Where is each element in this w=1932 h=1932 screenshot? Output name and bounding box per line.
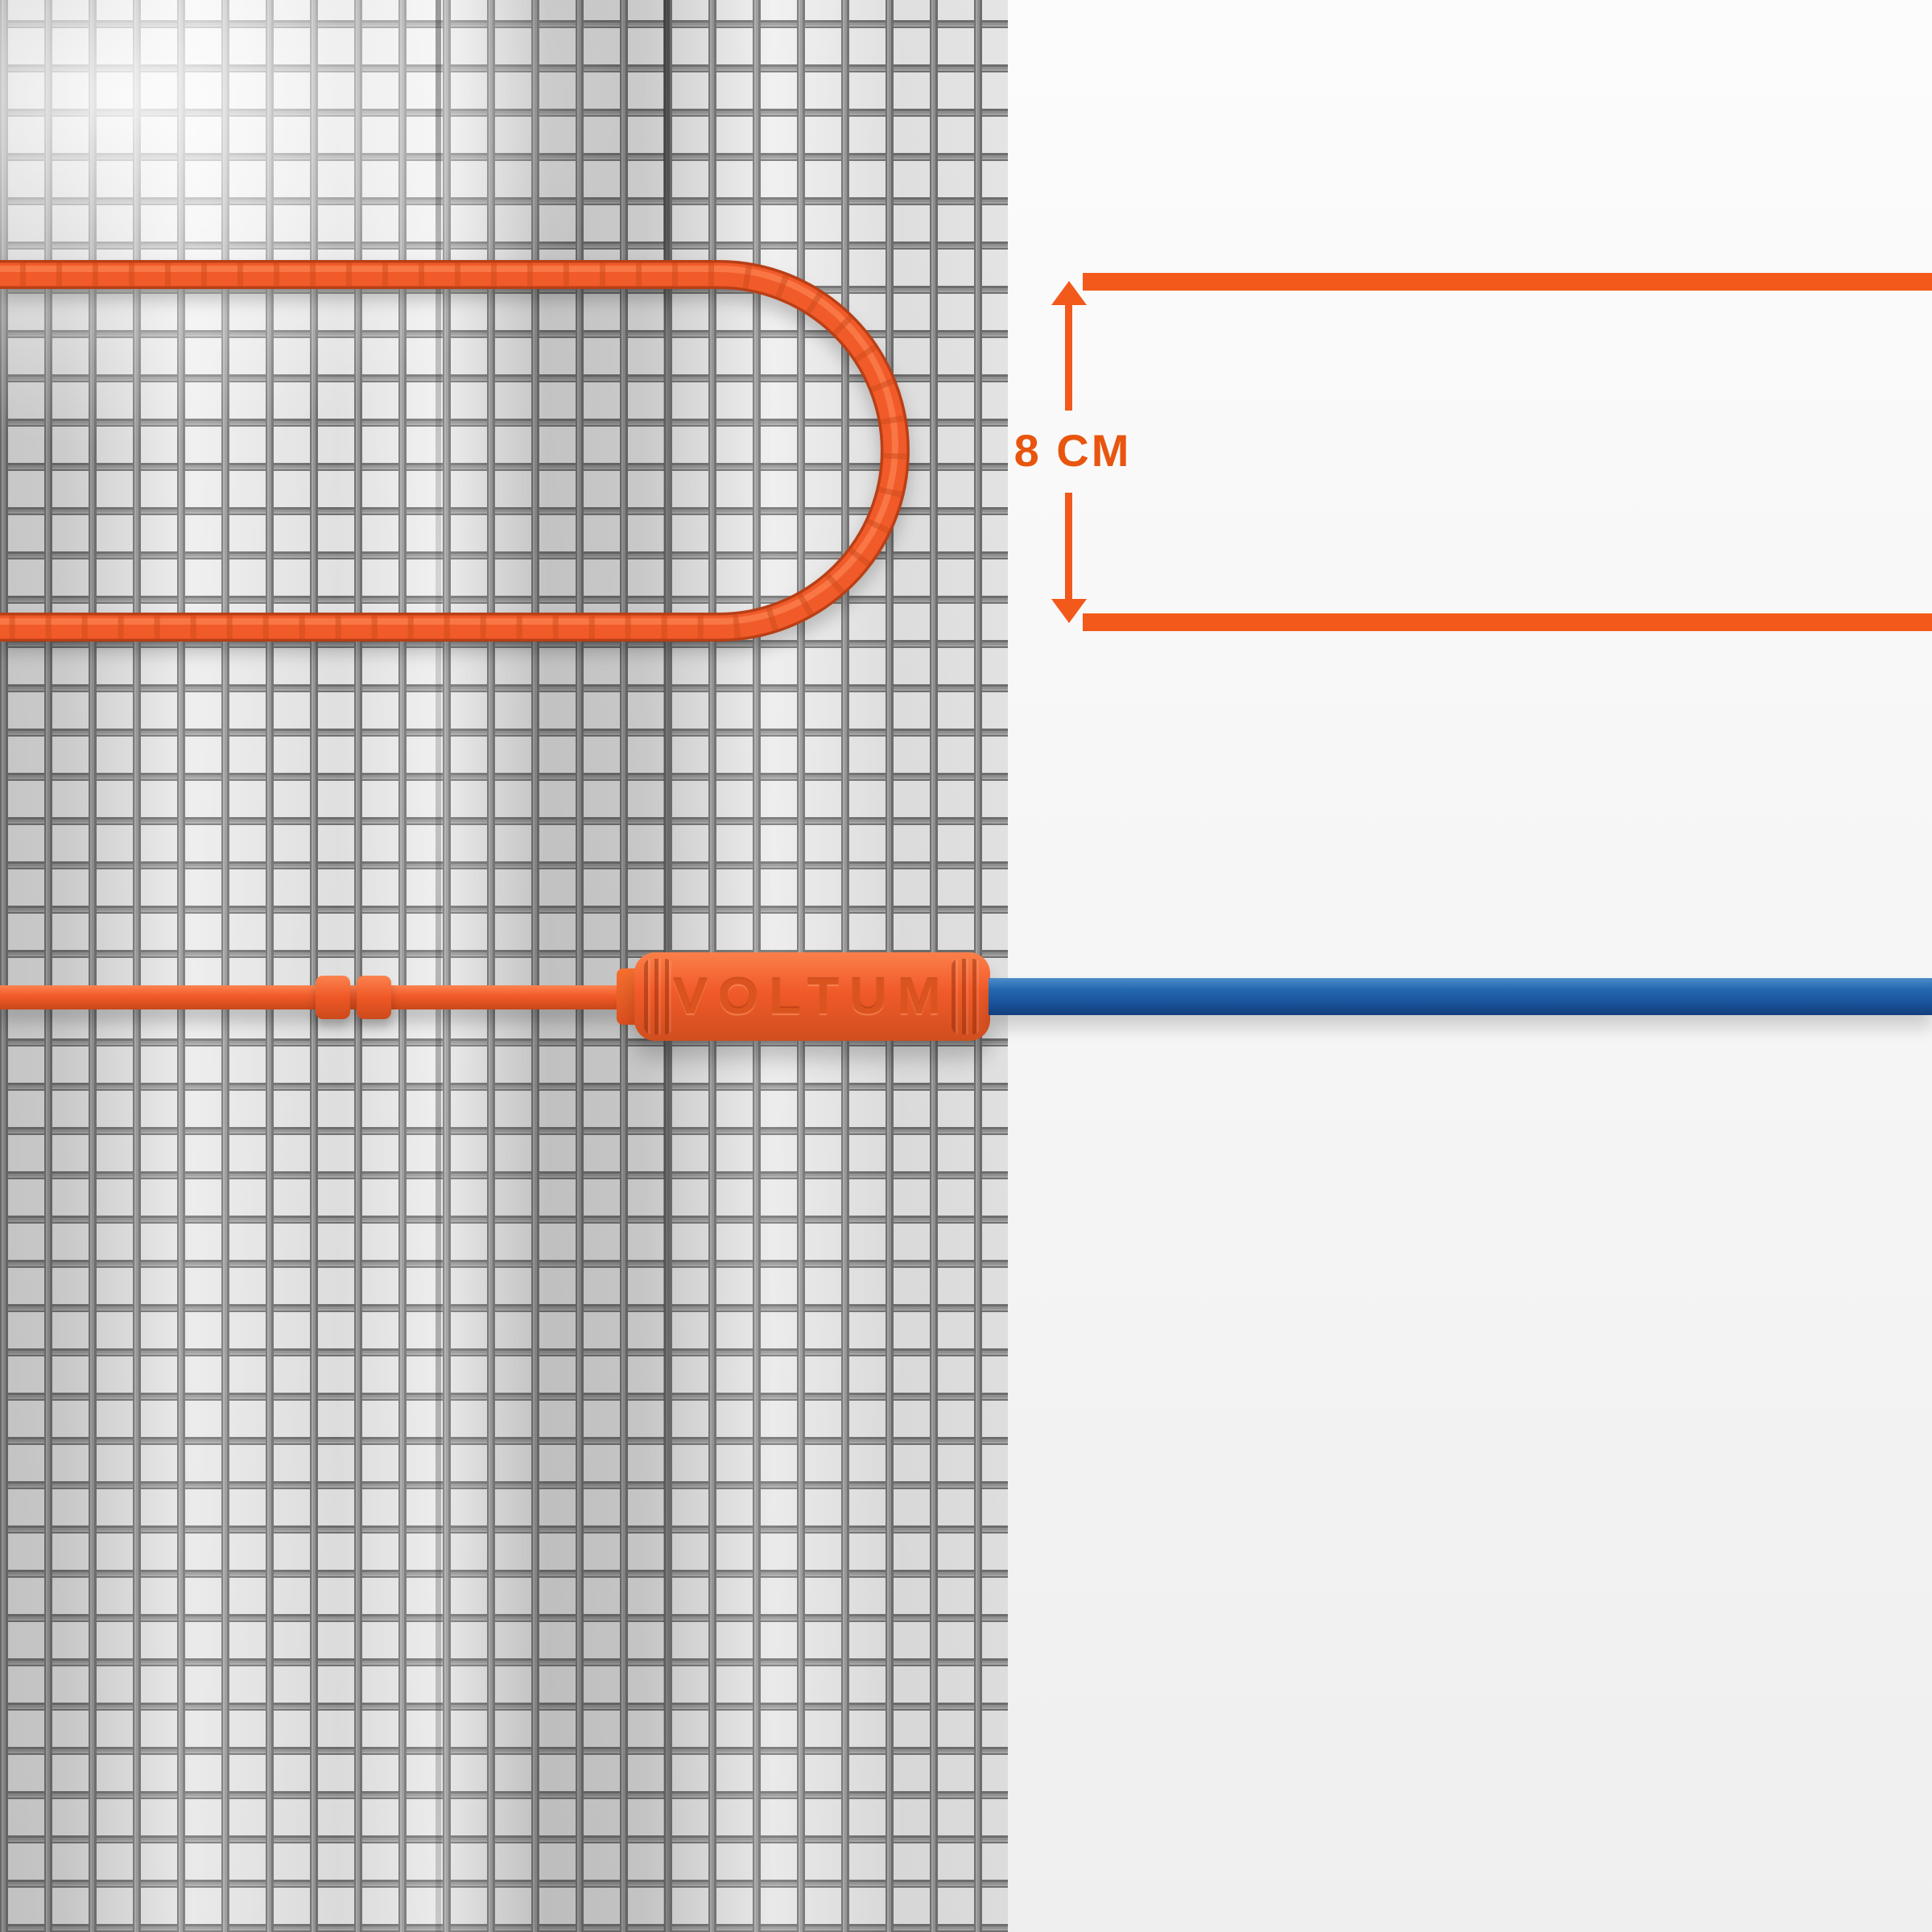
coupling-sleeve: VOLTUM	[634, 952, 990, 1041]
dimension-label: 8 CM	[1013, 425, 1132, 476]
splice-half	[316, 976, 350, 1019]
dimension-line-lower	[1065, 493, 1072, 601]
dimension-bar-bottom	[1083, 613, 1932, 631]
arrow-down-icon	[1051, 599, 1087, 623]
sleeve-ribs-right	[952, 959, 980, 1034]
dimension-bar-top	[1083, 273, 1932, 291]
splice-half	[357, 976, 391, 1019]
arrow-up-icon	[1051, 281, 1087, 305]
sleeve-ribs-left	[644, 959, 673, 1034]
inline-splice-connector	[316, 976, 391, 1019]
dimension-line-upper	[1065, 302, 1072, 411]
brand-label: VOLTUM	[673, 968, 952, 1025]
cold-lead-cable	[989, 978, 1932, 1015]
